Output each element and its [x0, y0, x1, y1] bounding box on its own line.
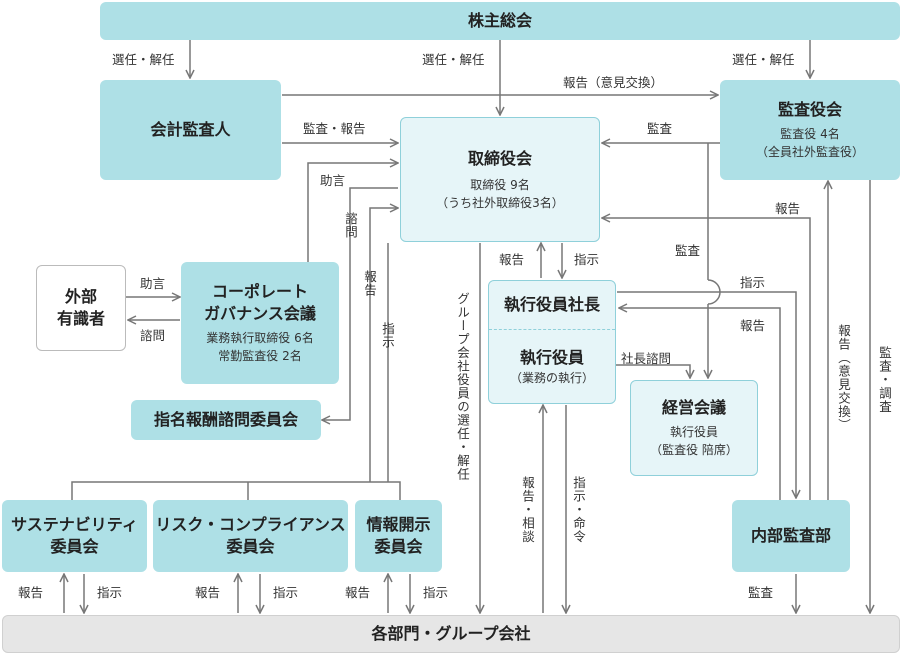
- sustainability-line1: サステナビリティ: [11, 515, 138, 534]
- external-experts-box: 外部 有識者: [36, 265, 126, 351]
- label-consult-external: 諮問: [140, 328, 166, 343]
- label-audit-board-audit: 監査: [647, 121, 673, 136]
- nomination-committee-box: 指名報酬諮問委員会: [131, 400, 321, 440]
- cg-council-box: コーポレート ガバナンス会議 業務執行取締役 6名 常勤監査役 2名: [181, 262, 339, 384]
- executive-officers-section: 執行役員 （業務の執行）: [510, 330, 594, 403]
- board-note: （うち社外取締役3名）: [436, 195, 564, 210]
- risk-line2: 委員会: [226, 537, 275, 556]
- internal-audit-box: 内部監査部: [732, 500, 850, 572]
- departments-box: 各部門・グループ会社: [2, 615, 900, 653]
- accounting-auditor-box: 会計監査人: [100, 80, 281, 180]
- cg-council-sub1: 業務執行取締役 6名: [206, 331, 314, 345]
- officers-box: 執行役員社長 執行役員 （業務の執行）: [488, 280, 616, 404]
- cg-council-sub2: 常勤監査役 2名: [218, 349, 302, 363]
- departments-title: 各部門・グループ会社: [371, 624, 531, 643]
- board-title: 取締役会: [467, 148, 532, 168]
- label-elect-3: 選任・解任: [732, 52, 795, 67]
- label-report-consult: 報告・相談: [520, 476, 535, 544]
- board-members: 取締役 9名: [470, 177, 530, 192]
- label-dis-instruct: 指示: [423, 585, 449, 600]
- sustainability-line2: 委員会: [50, 537, 99, 556]
- label-advice-cg: 助言: [320, 173, 346, 188]
- section-divider: [489, 329, 615, 330]
- shareholders-title: 株主総会: [467, 11, 532, 30]
- label-report-president: 報告: [499, 252, 525, 267]
- risk-committee-box: リスク・コンプライアンス 委員会: [153, 500, 348, 572]
- internal-audit-title: 内部監査部: [750, 526, 831, 545]
- label-report-ia-board: 報告: [775, 201, 801, 216]
- label-audit-mid: 監査: [675, 243, 701, 258]
- audit-board-note: （全員社外監査役）: [755, 145, 864, 159]
- officers-title: 執行役員: [519, 347, 584, 367]
- label-ia-audit: 監査: [748, 585, 774, 600]
- label-dis-report: 報告: [345, 585, 371, 600]
- mgmt-meeting-title: 経営会議: [661, 398, 726, 417]
- cg-council-line2: ガバナンス会議: [204, 304, 316, 323]
- label-report-ia: 報告: [740, 318, 766, 333]
- president-title: 執行役員社長: [503, 295, 600, 314]
- president-section: 執行役員社長: [489, 281, 615, 329]
- nomination-title: 指名報酬諮問委員会: [153, 410, 298, 429]
- label-risk-instruct: 指示: [273, 585, 299, 600]
- mgmt-meeting-box: 経営会議 執行役員 （監査役 陪席）: [630, 380, 758, 476]
- audit-board-members: 監査役 4名: [780, 127, 840, 141]
- label-sus-report: 報告: [18, 585, 44, 600]
- cg-council-line1: コーポレート: [211, 282, 308, 301]
- audit-board-box: 監査役会 監査役 4名 （全員社外監査役）: [720, 80, 900, 180]
- label-audit-report: 監査・報告: [303, 121, 366, 136]
- label-sus-instruct: 指示: [97, 585, 123, 600]
- label-advice-external: 助言: [140, 276, 166, 291]
- label-instruct-ia: 指示: [740, 275, 766, 290]
- label-president-consult: 社長諮問: [621, 351, 672, 366]
- disclosure-line2: 委員会: [374, 537, 423, 556]
- label-risk-report: 報告: [195, 585, 221, 600]
- sustainability-committee-box: サステナビリティ 委員会: [2, 500, 147, 572]
- shareholders-box: 株主総会: [100, 2, 900, 40]
- label-consult-nomination: 諮問: [343, 212, 358, 239]
- label-instruct-president: 指示: [574, 252, 600, 267]
- label-instruct-committees: 指示: [380, 322, 395, 349]
- label-elect-2: 選任・解任: [422, 52, 485, 67]
- risk-line1: リスク・コンプライアンス: [155, 515, 346, 534]
- label-elect-1: 選任・解任: [112, 52, 175, 67]
- disclosure-committee-box: 情報開示 委員会: [355, 500, 442, 572]
- audit-board-title: 監査役会: [777, 100, 842, 119]
- label-report-exchange-v: 報告（意見交換）: [836, 324, 851, 432]
- label-instruct-order: 指示・命令: [571, 476, 586, 544]
- label-group-elect: グループ会社役員の選任・解任: [455, 292, 470, 481]
- officers-sub: （業務の執行）: [509, 370, 594, 385]
- external-line1: 外部: [64, 287, 97, 306]
- external-line2: 有識者: [56, 309, 105, 328]
- disclosure-line1: 情報開示: [366, 515, 431, 534]
- label-audit-survey: 監査・調査: [877, 346, 892, 414]
- accounting-auditor-title: 会計監査人: [150, 120, 231, 139]
- board-box: 取締役会 取締役 9名 （うち社外取締役3名）: [400, 117, 600, 242]
- label-report-exchange: 報告（意見交換）: [563, 75, 664, 90]
- label-report-committees: 報告: [362, 270, 377, 297]
- mgmt-meeting-line2: （監査役 陪席）: [650, 443, 738, 457]
- mgmt-meeting-line1: 執行役員: [669, 425, 718, 439]
